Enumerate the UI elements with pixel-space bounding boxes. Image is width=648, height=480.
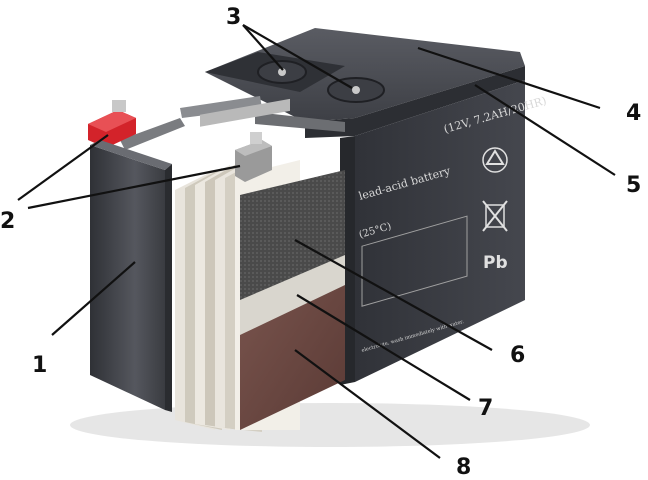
leader-5	[474, 84, 616, 176]
leader-7	[296, 294, 471, 401]
callout-6: 6	[510, 343, 525, 368]
separator-layer	[240, 245, 345, 335]
vent-caps	[205, 52, 385, 103]
crossed-bin-icon	[482, 200, 508, 232]
grid-plate	[240, 170, 345, 300]
callout-3: 3	[226, 5, 241, 30]
callout-2: 2	[0, 209, 15, 234]
callout-5: 5	[626, 173, 641, 198]
leader-2a	[17, 134, 109, 201]
leader-6	[294, 239, 493, 351]
leader-3a	[242, 24, 284, 71]
leader-lines	[17, 24, 616, 459]
callout-4: 4	[626, 101, 641, 126]
negative-terminal	[235, 132, 272, 182]
active-material	[240, 270, 345, 430]
front-plate	[240, 170, 345, 430]
callout-7: 7	[478, 396, 493, 421]
leader-3b	[242, 24, 353, 89]
pb-symbol: Pb	[483, 253, 508, 273]
floor-shadow	[70, 403, 590, 447]
leader-1	[51, 261, 136, 336]
strap-connectors	[120, 96, 345, 150]
positive-terminal	[88, 100, 136, 148]
recycle-icon	[482, 147, 508, 173]
callout-8: 8	[456, 455, 471, 480]
leader-4	[417, 46, 601, 110]
case-wall-panel	[90, 140, 172, 412]
callout-1: 1	[32, 353, 47, 378]
leader-8	[294, 349, 441, 459]
leader-2b	[27, 164, 241, 210]
